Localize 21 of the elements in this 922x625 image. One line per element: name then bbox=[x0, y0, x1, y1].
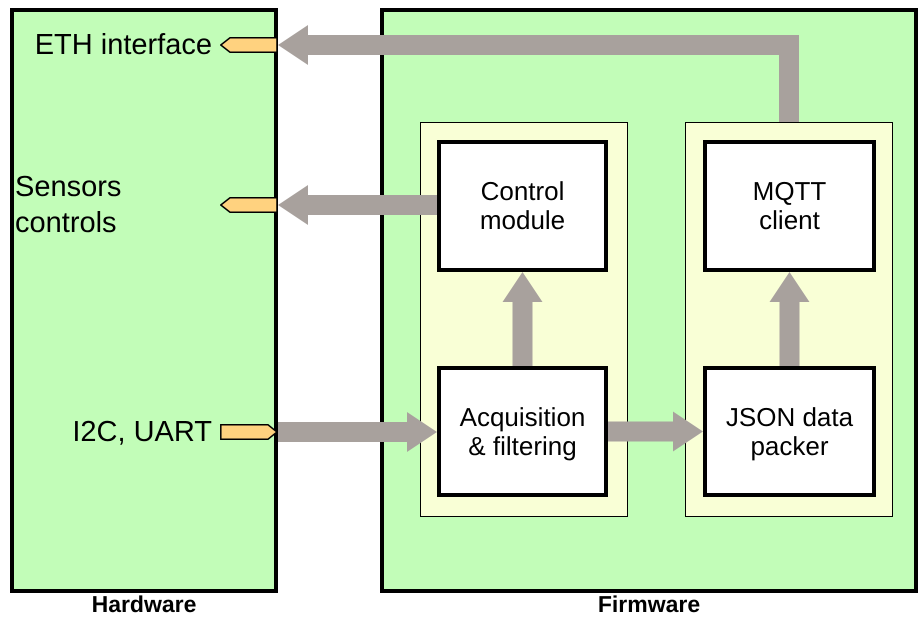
port-label: ETH interface bbox=[34, 28, 212, 63]
arrow bbox=[278, 412, 437, 452]
box-label: Control module bbox=[478, 177, 566, 235]
arrow bbox=[608, 412, 703, 452]
port-label: Sensors controls bbox=[15, 170, 122, 241]
box-label: Acquisition & filtering bbox=[458, 402, 586, 460]
port-label: I2C, UART bbox=[72, 414, 212, 450]
group-panel bbox=[420, 122, 628, 517]
process-box bbox=[703, 140, 876, 272]
panel-title: Hardware bbox=[90, 591, 198, 618]
arrow bbox=[502, 272, 542, 366]
arrow bbox=[278, 185, 437, 225]
arrow bbox=[770, 272, 810, 366]
arrow bbox=[278, 25, 799, 122]
process-box bbox=[437, 140, 608, 272]
process-box bbox=[437, 366, 608, 497]
box-label: MQTT client bbox=[752, 177, 828, 235]
box-label: JSON data packer bbox=[724, 402, 854, 460]
process-box bbox=[703, 366, 876, 497]
group-panel bbox=[685, 122, 893, 517]
panel-title: Firmware bbox=[596, 591, 702, 618]
